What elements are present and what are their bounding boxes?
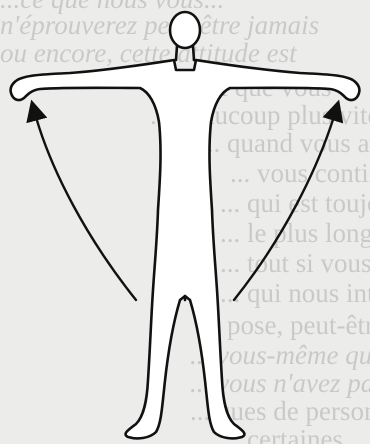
right-arc-arrow (234, 110, 336, 300)
body-outline (11, 60, 360, 438)
person-figure (11, 12, 360, 438)
head (170, 12, 200, 48)
left-arc-arrow (34, 110, 136, 300)
